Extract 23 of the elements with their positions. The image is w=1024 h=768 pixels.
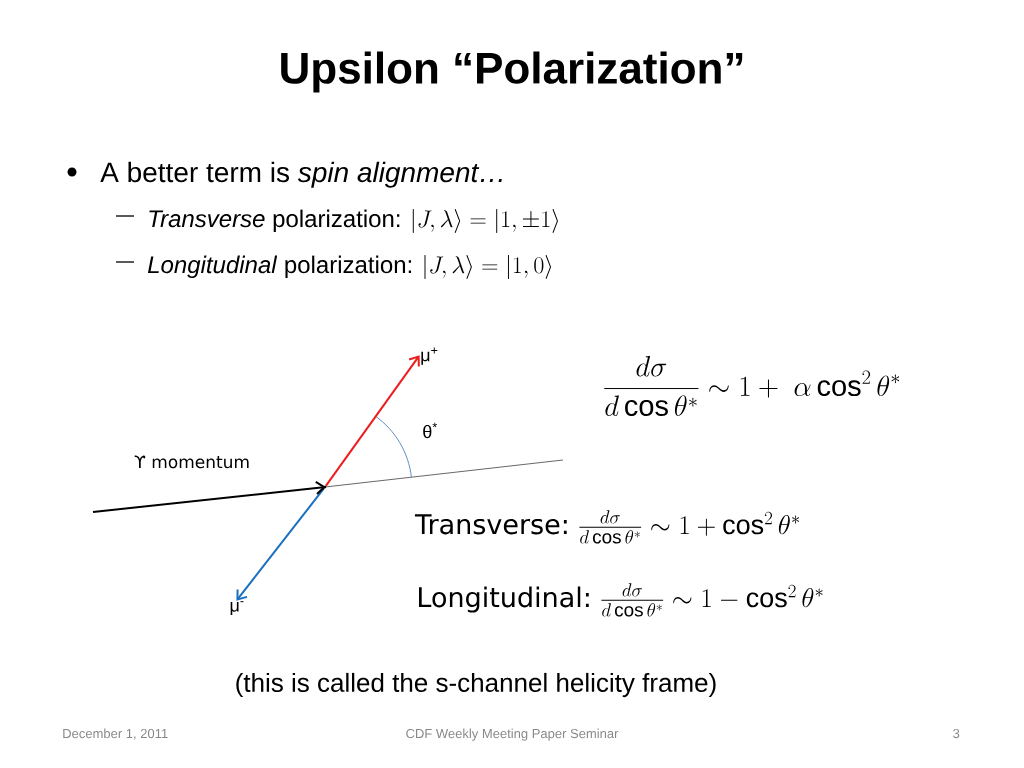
formula: $\frac{d\sigma}{d\cos\theta^*}\sim 1+\ \alpha\cos^2\theta^*$ bbox=[604, 356, 900, 416]
bullet-text: Transverse polarization: bbox=[149, 209, 400, 232]
particle-label: μ$^{+}$ bbox=[421, 347, 438, 365]
junction-point bbox=[323, 485, 327, 489]
particle-label: μ$^{-}$ bbox=[230, 601, 244, 616]
caption: (this is called the s-channel helicity frame) bbox=[236, 672, 716, 698]
footer-text: December 1, 2011 bbox=[63, 728, 168, 740]
footer-text: CDF Weekly Meeting Paper Seminar bbox=[406, 728, 619, 741]
momentum-arrow bbox=[92, 480, 326, 513]
bullet-text: A better term is spin alignment… bbox=[100, 161, 502, 188]
polarization-label: Transverse: bbox=[414, 514, 567, 535]
formula: $|J,\lambda\rangle = |1,0\rangle$ bbox=[424, 255, 551, 279]
angle-label: θ$^{*}$ bbox=[423, 422, 437, 439]
muon-arrow bbox=[324, 355, 420, 487]
muon-arrow bbox=[236, 487, 326, 601]
formula: $\tfrac{d\sigma}{d\cos\theta^*}\sim 1+\cos^2\theta^*$ bbox=[579, 510, 800, 544]
bullet-text: Longitudinal polarization: bbox=[147, 255, 412, 278]
formula: $|J,\lambda\rangle = |1,\pm 1\rangle$ bbox=[412, 209, 558, 233]
edge-label: ϒ momentum bbox=[134, 455, 249, 469]
footer-text: 3 bbox=[953, 728, 960, 739]
formula: $\tfrac{d\sigma}{d\cos\theta^*}\sim 1-\cos^2\theta^*$ bbox=[601, 583, 823, 617]
polarization-label: Longitudinal: bbox=[419, 586, 589, 613]
slide-title: Upsilon “Polarization” bbox=[281, 51, 743, 93]
